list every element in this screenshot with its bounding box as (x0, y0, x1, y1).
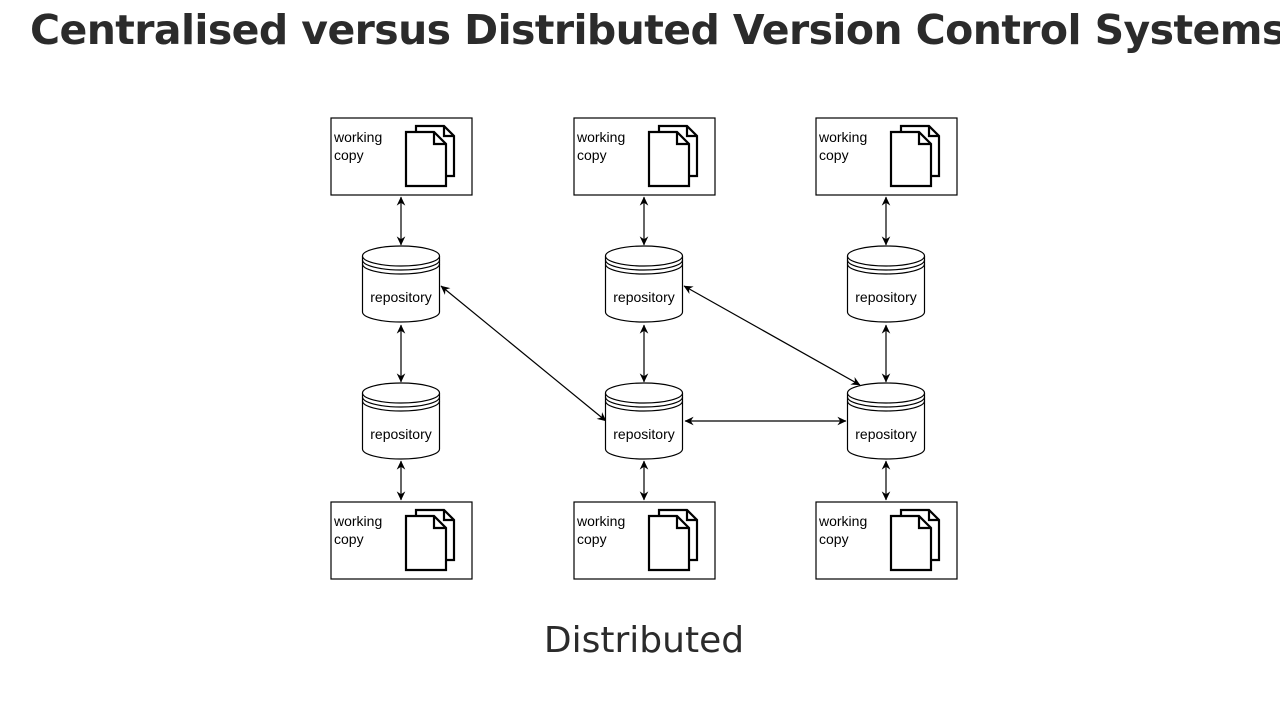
documents-icon (404, 508, 456, 572)
working-copy-label: working (818, 513, 867, 529)
column-2-upper-repository: repository (604, 245, 684, 323)
working-copy-label: working (818, 129, 867, 145)
database-icon (604, 245, 684, 323)
documents-icon (647, 124, 699, 188)
database-icon (846, 382, 926, 460)
working-copy-label: copy (334, 147, 364, 163)
column-3-upper-repository: repository (846, 245, 926, 323)
connector-c2-upper-to-c3-lower (683, 285, 861, 386)
working-copy-label: copy (577, 147, 607, 163)
working-copy-label: working (576, 129, 625, 145)
column-3-bottom-working-copy: working copy (815, 501, 958, 580)
database-icon (846, 245, 926, 323)
repository-label: repository (855, 289, 916, 305)
working-copy-label: copy (334, 531, 364, 547)
column-1-top-working-copy: working copy (330, 117, 473, 196)
repository-label: repository (613, 426, 674, 442)
slide-title: Centralised versus Distributed Version C… (30, 6, 1280, 54)
working-copy-label: working (333, 513, 382, 529)
database-icon (361, 382, 441, 460)
database-icon (604, 382, 684, 460)
column-2-top-working-copy: working copy (573, 117, 716, 196)
documents-icon (647, 508, 699, 572)
column-2-bottom-working-copy: working copy (573, 501, 716, 580)
working-copy-label: working (333, 129, 382, 145)
working-copy-label: copy (819, 147, 849, 163)
working-copy-label: working (576, 513, 625, 529)
column-1-bottom-working-copy: working copy (330, 501, 473, 580)
connector-c1-upper-to-c2-lower (440, 285, 607, 422)
documents-icon (889, 508, 941, 572)
working-copy-label: copy (819, 531, 849, 547)
repository-label: repository (855, 426, 916, 442)
repository-label: repository (613, 289, 674, 305)
column-3-top-working-copy: working copy (815, 117, 958, 196)
diagram-caption: Distributed (543, 620, 745, 661)
repository-label: repository (370, 289, 431, 305)
documents-icon (404, 124, 456, 188)
column-2-lower-repository: repository (604, 382, 684, 460)
working-copy-label: copy (577, 531, 607, 547)
column-1-upper-repository: repository (361, 245, 441, 323)
column-3-lower-repository: repository (846, 382, 926, 460)
database-icon (361, 245, 441, 323)
column-1-lower-repository: repository (361, 382, 441, 460)
documents-icon (889, 124, 941, 188)
connectors (396, 196, 891, 501)
repository-label: repository (370, 426, 431, 442)
